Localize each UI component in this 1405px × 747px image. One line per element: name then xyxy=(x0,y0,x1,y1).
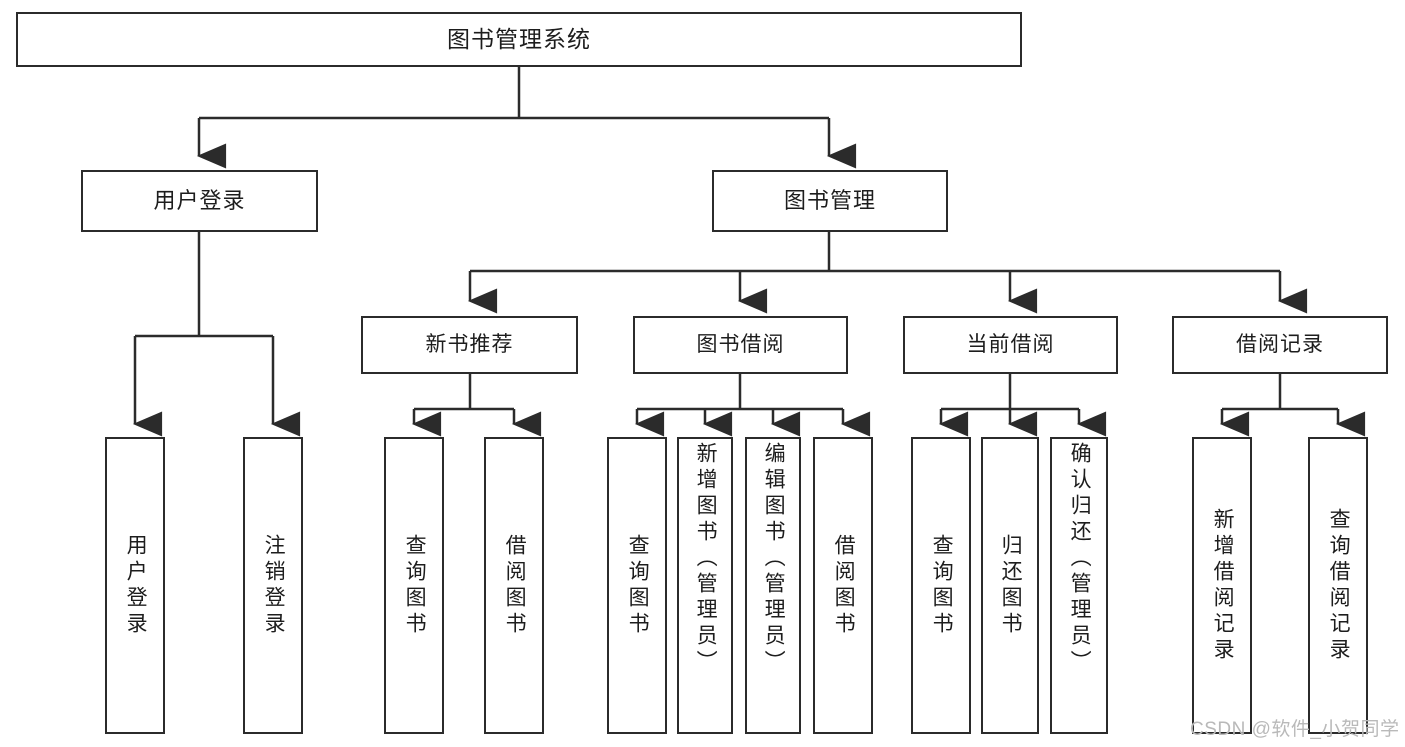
node-borrow-record-label: 借阅记录 xyxy=(1236,332,1324,356)
node-book-borrow[interactable]: 图书借阅 xyxy=(633,316,848,374)
leaf-add-borrow-record[interactable]: 新增借阅记录 xyxy=(1192,437,1252,734)
leaf-query-book-current-label: 查询图书 xyxy=(930,533,954,638)
leaf-add-borrow-record-label: 新增借阅记录 xyxy=(1211,507,1235,664)
node-new-book-recommend[interactable]: 新书推荐 xyxy=(361,316,578,374)
leaf-borrow-book-recommend-label: 借阅图书 xyxy=(503,533,527,638)
leaf-edit-book-admin-label: 编辑图书（管理员） xyxy=(762,442,786,676)
leaf-query-book-current[interactable]: 查询图书 xyxy=(911,437,971,734)
leaf-query-book-borrow[interactable]: 查询图书 xyxy=(607,437,667,734)
leaf-confirm-return-admin-label: 确认归还（管理员） xyxy=(1068,442,1092,676)
leaf-query-borrow-record-label: 查询借阅记录 xyxy=(1327,507,1351,664)
leaf-query-book-recommend-label: 查询图书 xyxy=(403,533,427,638)
node-root-label: 图书管理系统 xyxy=(447,26,591,53)
node-current-borrow[interactable]: 当前借阅 xyxy=(903,316,1118,374)
leaf-query-borrow-record[interactable]: 查询借阅记录 xyxy=(1308,437,1368,734)
leaf-borrow-book[interactable]: 借阅图书 xyxy=(813,437,873,734)
leaf-add-book-admin[interactable]: 新增图书（管理员） xyxy=(677,437,733,734)
node-book-management-label: 图书管理 xyxy=(783,188,876,214)
node-book-management[interactable]: 图书管理 xyxy=(712,170,948,232)
node-new-book-recommend-label: 新书推荐 xyxy=(425,332,514,356)
leaf-borrow-book-label: 借阅图书 xyxy=(832,533,856,638)
leaf-borrow-book-recommend[interactable]: 借阅图书 xyxy=(484,437,544,734)
node-user-login-label: 用户登录 xyxy=(153,188,246,214)
node-current-borrow-label: 当前借阅 xyxy=(966,332,1055,356)
node-root[interactable]: 图书管理系统 xyxy=(16,12,1022,67)
leaf-add-book-admin-label: 新增图书（管理员） xyxy=(694,442,718,676)
leaf-logout-label: 注销登录 xyxy=(262,533,286,638)
csdn-watermark: CSDN @软件_小贺同学 xyxy=(1190,719,1400,740)
leaf-query-book-recommend[interactable]: 查询图书 xyxy=(384,437,444,734)
leaf-confirm-return-admin[interactable]: 确认归还（管理员） xyxy=(1050,437,1108,734)
leaf-user-login-label: 用户登录 xyxy=(124,533,148,638)
leaf-edit-book-admin[interactable]: 编辑图书（管理员） xyxy=(745,437,801,734)
leaf-user-login[interactable]: 用户登录 xyxy=(105,437,165,734)
node-borrow-record[interactable]: 借阅记录 xyxy=(1172,316,1388,374)
node-user-login[interactable]: 用户登录 xyxy=(81,170,318,232)
leaf-return-book[interactable]: 归还图书 xyxy=(981,437,1039,734)
leaf-query-book-borrow-label: 查询图书 xyxy=(626,533,650,638)
leaf-return-book-label: 归还图书 xyxy=(999,533,1023,638)
leaf-logout[interactable]: 注销登录 xyxy=(243,437,303,734)
node-book-borrow-label: 图书借阅 xyxy=(696,332,785,356)
